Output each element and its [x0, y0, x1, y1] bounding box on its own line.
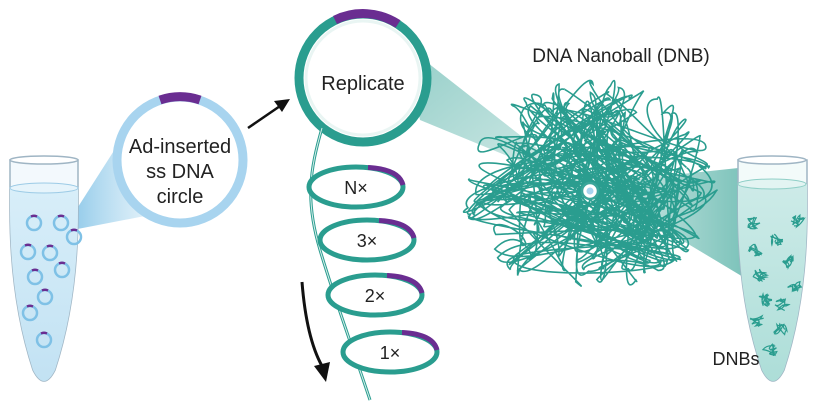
- small-dnb: [752, 268, 770, 283]
- ad-inserted-circle: Ad-inserted ss DNA circle: [112, 92, 248, 228]
- nanoball-label: DNA Nanoball (DNB): [532, 46, 709, 67]
- adapter-segment: [158, 92, 202, 105]
- copy-ring: N×: [306, 164, 406, 210]
- copy-ring: 2×: [325, 272, 425, 318]
- copy-rings: N× 3× 2× 1×: [306, 164, 440, 375]
- replicate-circle: Replicate: [294, 9, 432, 147]
- ss-dna-circle: [52, 214, 70, 232]
- dna-nanoball: DNA Nanoball (DNB): [463, 46, 718, 287]
- copy-count-label: 2×: [365, 286, 386, 306]
- small-dnb: [747, 243, 763, 257]
- copy-count-label: N×: [344, 178, 368, 198]
- ad-circle-label-line1: Ad-inserted: [129, 136, 231, 158]
- ss-dna-circle: [36, 288, 54, 306]
- arrow-down: [300, 281, 330, 382]
- ss-dna-circle: [65, 228, 83, 246]
- ss-dna-circle: [19, 243, 37, 261]
- small-dnb: [747, 216, 761, 230]
- dnbs-label: DNBs: [712, 349, 759, 369]
- small-dnb: [790, 213, 806, 229]
- arrow-to-replicate: [247, 99, 290, 130]
- right-tube-dnbs: [747, 213, 806, 357]
- nanoball-strand: [463, 80, 718, 287]
- copy-count-label: 1×: [380, 343, 401, 363]
- small-dnb: [761, 343, 778, 357]
- small-dnb: [749, 314, 764, 327]
- nanoball-tangle: [463, 80, 718, 287]
- ss-dna-circle: [21, 304, 39, 322]
- small-dnb: [774, 297, 791, 312]
- copy-ring: 3×: [317, 217, 417, 263]
- replicate-adapter-segment: [333, 9, 401, 28]
- copy-ring: 1×: [340, 329, 440, 375]
- ss-dna-circle: [53, 261, 71, 279]
- ss-dna-circle: [26, 268, 44, 286]
- small-dnb: [787, 280, 803, 293]
- ss-dna-circle: [25, 214, 43, 232]
- ad-circle-label-line3: circle: [157, 186, 204, 208]
- small-dnb: [781, 254, 794, 270]
- copy-count-label: 3×: [357, 231, 378, 251]
- ad-circle-label-line2: ss DNA: [146, 161, 214, 183]
- small-dnb: [770, 233, 784, 247]
- replicate-label: Replicate: [321, 73, 404, 95]
- small-dnb: [773, 322, 788, 336]
- small-dnb: [758, 291, 773, 308]
- left-tube-circles: [19, 214, 83, 349]
- ss-dna-circle: [35, 331, 53, 349]
- left-tube: [9, 155, 83, 382]
- ss-dna-circle: [41, 244, 59, 262]
